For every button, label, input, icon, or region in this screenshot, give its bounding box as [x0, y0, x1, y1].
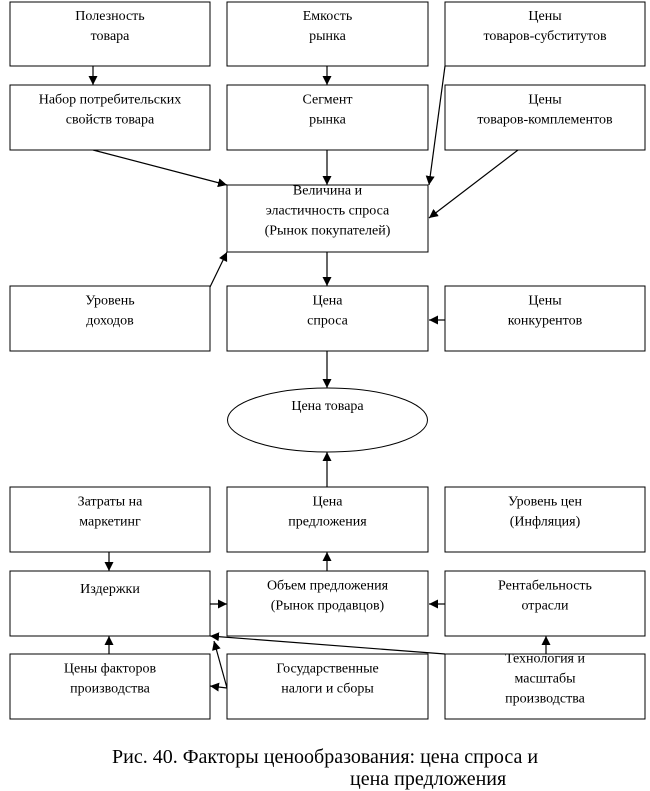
- node-label-line: Емкость: [303, 9, 353, 24]
- node-label-line: спроса: [307, 314, 348, 329]
- pricing-factors-diagram: ПолезностьтовараЕмкостьрынкаЦенытоваров-…: [9, 1, 646, 720]
- node-complements: Цены товаров-комплементов: [444, 84, 646, 151]
- node-label-line: Технология и: [505, 652, 586, 667]
- node-profitability: Рентабельность отрасли: [444, 570, 646, 637]
- node-box: [226, 1, 429, 67]
- node-label-line: товаров-комплементов: [477, 113, 613, 128]
- node-box: [444, 486, 646, 553]
- node-label-line: Цена товара: [291, 399, 364, 414]
- node-substitutes: Цены товаров-субститутов: [444, 1, 646, 67]
- node-label-line: рынка: [309, 29, 346, 44]
- node-box: [444, 285, 646, 352]
- node-label-line: Полезность: [75, 9, 144, 24]
- node-label-line: отрасли: [521, 599, 569, 614]
- node-label-line: свойств товара: [66, 113, 155, 128]
- node-marketing: Затраты на маркетинг: [9, 486, 211, 553]
- node-box: [226, 486, 429, 553]
- node-label-line: Величина и: [293, 184, 363, 199]
- node-label-line: предложения: [288, 515, 367, 530]
- node-label-line: товара: [91, 29, 131, 44]
- node-inflation: Уровень цен (Инфляция): [444, 486, 646, 553]
- node-demand-size: Величина и эластичность спроса (Рынок поку…: [226, 184, 429, 253]
- node-usefulness: Полезность товара: [9, 1, 211, 67]
- node-label-line: налоги и сборы: [281, 682, 374, 697]
- node-income: Уровень доходов: [9, 285, 211, 352]
- node-box: [226, 570, 429, 637]
- node-label-line: Объем предложения: [267, 579, 389, 594]
- node-label-line: Цена: [312, 294, 343, 309]
- node-box: [9, 653, 211, 720]
- edge-taxes-to-costs: [212, 640, 228, 689]
- node-technology: Технология и масштабы производства: [444, 652, 646, 720]
- node-label-line: (Рынок покупателей): [265, 224, 391, 239]
- node-box: [226, 84, 429, 151]
- node-box: [444, 570, 646, 637]
- node-label-line: Рентабельность: [498, 579, 592, 594]
- node-box: [444, 653, 646, 720]
- node-label-line: Уровень цен: [508, 495, 583, 510]
- node-box: [226, 285, 429, 352]
- node-label-line: Сегмент: [303, 93, 353, 108]
- node-supply-price: Цена предложения: [226, 486, 429, 553]
- node-label-line: маркетинг: [79, 515, 141, 530]
- node-label-line: Государственные: [276, 662, 378, 677]
- node-label-line: Издержки: [80, 582, 140, 597]
- node-box: [9, 84, 211, 151]
- node-factor-prices: Цены факторов производства: [9, 653, 211, 720]
- node-box: [9, 285, 211, 352]
- node-segment: Сегмент рынка: [226, 84, 429, 151]
- node-box: [444, 84, 646, 151]
- node-box: [226, 653, 429, 720]
- node-costs: Издержки: [9, 570, 211, 637]
- node-label-line: рынка: [309, 113, 346, 128]
- node-ellipse: [227, 387, 428, 453]
- edge-technology-to-costs: [209, 632, 446, 655]
- node-label-line: Набор потребительских: [39, 93, 182, 108]
- node-capacity: Емкость рынка: [226, 1, 429, 67]
- node-label-line: (Инфляция): [510, 515, 581, 530]
- node-goods-price: Цена товара: [227, 387, 428, 453]
- node-box: [9, 1, 211, 67]
- node-properties: Набор потребительских свойств товара: [9, 84, 211, 151]
- node-label-line: Цены: [528, 294, 562, 309]
- edge-income-to-demand-size: [209, 251, 228, 288]
- edge-complements-to-demand-size: [428, 149, 519, 219]
- edge-taxes-to-factor-prices: [209, 682, 228, 692]
- node-label-line: производства: [505, 692, 586, 707]
- node-demand-price: Цена спроса: [226, 285, 429, 352]
- node-label-line: Цены: [528, 93, 562, 108]
- node-box: [9, 570, 211, 637]
- node-supply-volume: Объем предложения (Рынок продавцов): [226, 570, 429, 637]
- node-label-line: доходов: [86, 314, 134, 329]
- node-label-line: масштабы: [514, 672, 576, 687]
- node-taxes: Государственные налоги и сборы: [226, 653, 429, 720]
- node-competitors: Цены конкурентов: [444, 285, 646, 352]
- edge-properties-to-demand-size: [92, 149, 228, 188]
- caption-line-2: цена предложения: [350, 768, 507, 790]
- node-box: [9, 486, 211, 553]
- node-label-line: производства: [70, 682, 151, 697]
- node-label-line: товаров-субститутов: [483, 29, 607, 44]
- node-label-line: (Рынок продавцов): [271, 599, 385, 614]
- node-label-line: Цены: [528, 9, 562, 24]
- node-label-line: Уровень: [85, 294, 134, 309]
- caption-line-1: Рис. 40. Факторы ценообразования: цена с…: [112, 746, 539, 768]
- node-label-line: Цена: [312, 495, 343, 510]
- node-box: [226, 184, 429, 253]
- node-label-line: эластичность спроса: [266, 204, 390, 219]
- node-label-line: конкурентов: [508, 314, 583, 329]
- node-box: [444, 1, 646, 67]
- node-label-line: Цены факторов: [64, 662, 157, 677]
- node-label-line: Затраты на: [78, 495, 144, 510]
- edge-substitutes-to-demand-size: [425, 65, 446, 186]
